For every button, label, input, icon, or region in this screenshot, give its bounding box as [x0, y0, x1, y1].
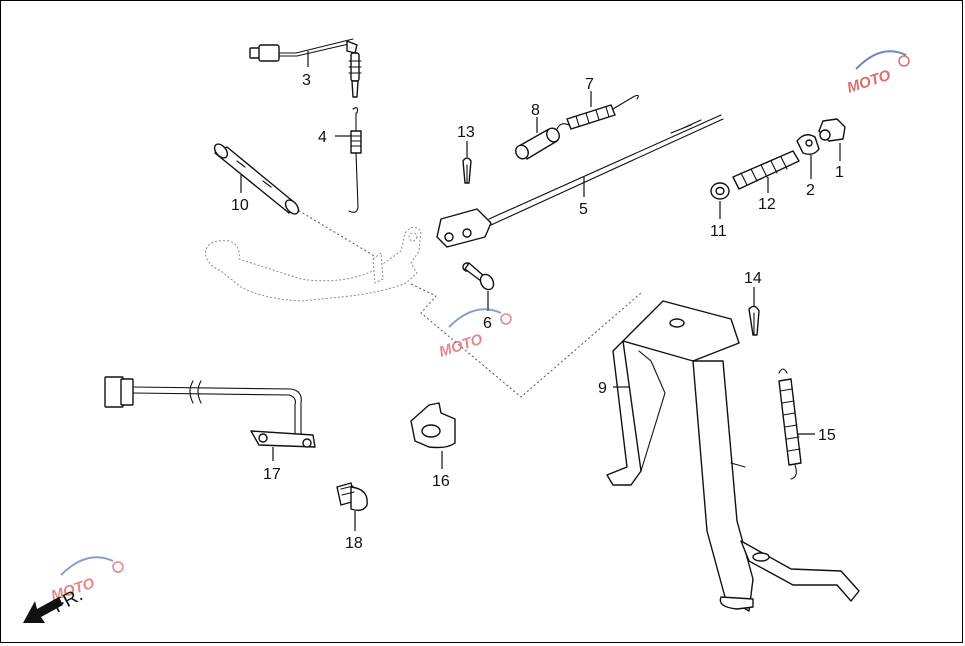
callout-10: 10	[231, 197, 249, 214]
guide-line-10	[290, 205, 377, 258]
part-1-adjusting-nut	[818, 118, 846, 142]
part-12-return-spring	[732, 150, 800, 190]
callout-15: 15	[818, 427, 836, 444]
watermark-logo-center: MOTO	[437, 308, 512, 361]
part-4-switch-spring	[348, 107, 362, 213]
part-5-brake-rod	[436, 114, 724, 248]
guide-line-9	[410, 283, 642, 398]
callout-2: 2	[806, 182, 815, 199]
callout-7: 7	[585, 76, 594, 93]
callout-12: 12	[758, 196, 776, 213]
part-18-flange-bolt	[336, 482, 368, 512]
callout-9: 9	[598, 380, 607, 397]
callout-17: 17	[263, 466, 281, 483]
callout-18: 18	[345, 535, 363, 552]
part-8-sleeve	[515, 127, 560, 160]
part-3-brake-switch	[249, 38, 362, 98]
callout-11: 11	[710, 223, 727, 240]
part-9-main-stand	[606, 300, 860, 612]
part-13-cotter-pin	[462, 157, 472, 184]
part-7-spring	[556, 94, 639, 130]
part-11-washer	[710, 182, 730, 200]
front-arrow-icon	[23, 597, 63, 623]
callout-14: 14	[744, 270, 762, 287]
ghost-brake-pedal	[205, 227, 422, 302]
callout-numbers: 1 2 3 4 5 6 7 8 9 10 11 12 13 14 15 16 1…	[231, 72, 844, 552]
callout-8: 8	[531, 102, 540, 119]
part-15-stand-spring	[778, 368, 802, 480]
callout-3: 3	[302, 72, 311, 89]
leader-lines	[240, 51, 841, 531]
part-2-joint	[796, 134, 820, 156]
callout-16: 16	[432, 473, 450, 490]
callout-1: 1	[835, 164, 844, 181]
callout-4: 4	[318, 129, 327, 146]
callout-6: 6	[483, 315, 492, 332]
part-14-cotter-pin	[748, 305, 760, 336]
callout-13: 13	[457, 124, 475, 141]
part-10-pivot-shaft	[213, 143, 300, 215]
watermark-logo-top-right: MOTO	[845, 50, 910, 97]
callout-5: 5	[579, 201, 588, 218]
watermark-text-center: MOTO	[437, 331, 485, 361]
watermark-text-top-right: MOTO	[845, 67, 893, 97]
part-6-clevis-pin	[462, 262, 495, 291]
part-16-stopper-bracket	[410, 402, 456, 449]
part-17-sensor-bracket	[104, 376, 316, 448]
